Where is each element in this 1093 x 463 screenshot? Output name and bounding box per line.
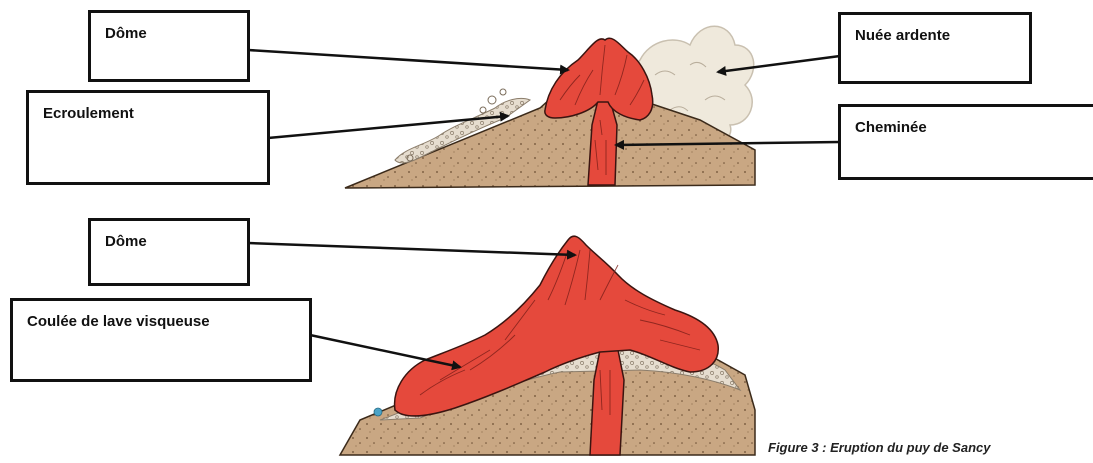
label-lava-flow-text: Coulée de lave visqueuse xyxy=(27,313,210,330)
label-chimney: Cheminée xyxy=(838,104,1093,180)
ground-detail-dot xyxy=(374,408,382,416)
label-dome-top-text: Dôme xyxy=(105,25,147,42)
label-nuee-ardente-text: Nuée ardente xyxy=(855,27,950,44)
top-volcano xyxy=(345,26,755,188)
label-dome-bottom: Dôme xyxy=(88,218,250,286)
figure-caption: Figure 3 : Eruption du puy de Sancy xyxy=(768,440,990,455)
label-chimney-text: Cheminée xyxy=(855,119,927,136)
label-collapse-text: Ecroulement xyxy=(43,105,134,122)
arrow-dome-bottom xyxy=(248,243,575,255)
label-nuee-ardente: Nuée ardente xyxy=(838,12,1032,84)
label-collapse: Ecroulement xyxy=(26,90,270,185)
bottom-volcano xyxy=(340,236,755,455)
label-lava-flow: Coulée de lave visqueuse xyxy=(10,298,312,382)
arrow-dome-top xyxy=(248,50,568,70)
label-dome-bottom-text: Dôme xyxy=(105,233,147,250)
label-dome-top: Dôme xyxy=(88,10,250,82)
arrow-lava-flow xyxy=(310,335,460,367)
